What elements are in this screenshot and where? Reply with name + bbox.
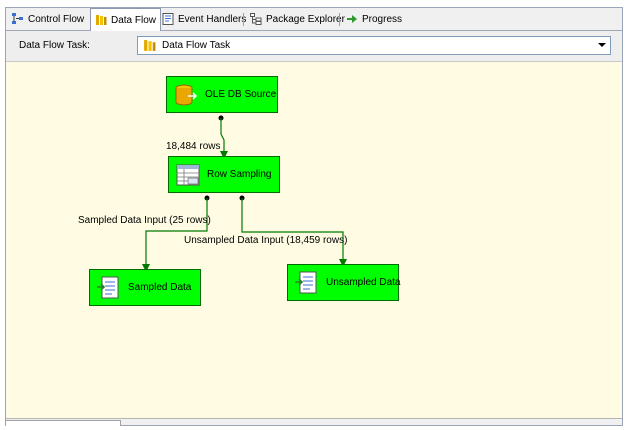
data-flow-design-surface[interactable]: OLE DB Source Row Sampling Sampled Data	[6, 62, 622, 420]
designer-tab-bar: Control Flow Data Flow Event Handlers	[6, 8, 622, 31]
path-sampled-output[interactable]	[146, 196, 210, 269]
path-row-count-label: 18,484 rows	[166, 141, 220, 152]
sampled-data-component[interactable]: Sampled Data	[89, 269, 201, 306]
tab-data-flow[interactable]: Data Flow	[90, 8, 161, 31]
task-label: Data Flow Task:	[19, 40, 90, 51]
destination-icon	[97, 276, 121, 300]
chevron-down-icon[interactable]	[598, 43, 606, 47]
package-explorer-icon	[250, 13, 262, 25]
event-handlers-icon	[162, 13, 174, 25]
tab-control-flow[interactable]: Control Flow	[8, 9, 88, 29]
data-flow-task-dropdown[interactable]: Data Flow Task	[137, 36, 611, 55]
row-sampling-label: Row Sampling	[207, 169, 271, 180]
unsampled-data-label: Unsampled Data	[326, 277, 400, 288]
database-icon	[174, 83, 198, 107]
destination-icon	[295, 271, 319, 295]
tab-package-explorer[interactable]: Package Explorer	[246, 9, 349, 29]
ole-db-source-component[interactable]: OLE DB Source	[166, 76, 278, 113]
designer-window: Control Flow Data Flow Event Handlers	[5, 7, 623, 426]
path-unsampled-output[interactable]	[240, 196, 344, 264]
row-sampling-icon	[176, 163, 200, 187]
sampled-data-label: Sampled Data	[128, 282, 191, 293]
tab-data-flow-label: Data Flow	[111, 15, 156, 26]
sampled-output-label: Sampled Data Input (25 rows)	[78, 215, 211, 226]
tab-separator	[243, 13, 244, 26]
row-sampling-component[interactable]: Row Sampling	[168, 156, 280, 193]
data-flow-icon	[95, 14, 107, 26]
data-flow-task-icon	[143, 39, 156, 52]
task-selector-bar: Data Flow Task: Data Flow Task	[6, 31, 622, 62]
tab-progress-label: Progress	[362, 14, 402, 25]
tab-event-handlers[interactable]: Event Handlers	[158, 9, 250, 29]
tab-package-explorer-label: Package Explorer	[266, 14, 345, 25]
ole-db-source-label: OLE DB Source	[205, 89, 276, 100]
tab-event-handlers-label: Event Handlers	[178, 14, 246, 25]
control-flow-icon	[12, 13, 24, 25]
connection-managers-tab[interactable]	[5, 420, 121, 426]
tab-separator	[339, 13, 340, 26]
unsampled-output-label: Unsampled Data Input (18,459 rows)	[184, 235, 347, 246]
unsampled-data-component[interactable]: Unsampled Data	[287, 264, 399, 301]
data-flow-task-selected: Data Flow Task	[162, 40, 230, 51]
tab-control-flow-label: Control Flow	[28, 14, 84, 25]
tab-progress[interactable]: Progress	[342, 9, 406, 29]
progress-icon	[346, 13, 358, 25]
connection-managers-bar	[6, 418, 622, 425]
